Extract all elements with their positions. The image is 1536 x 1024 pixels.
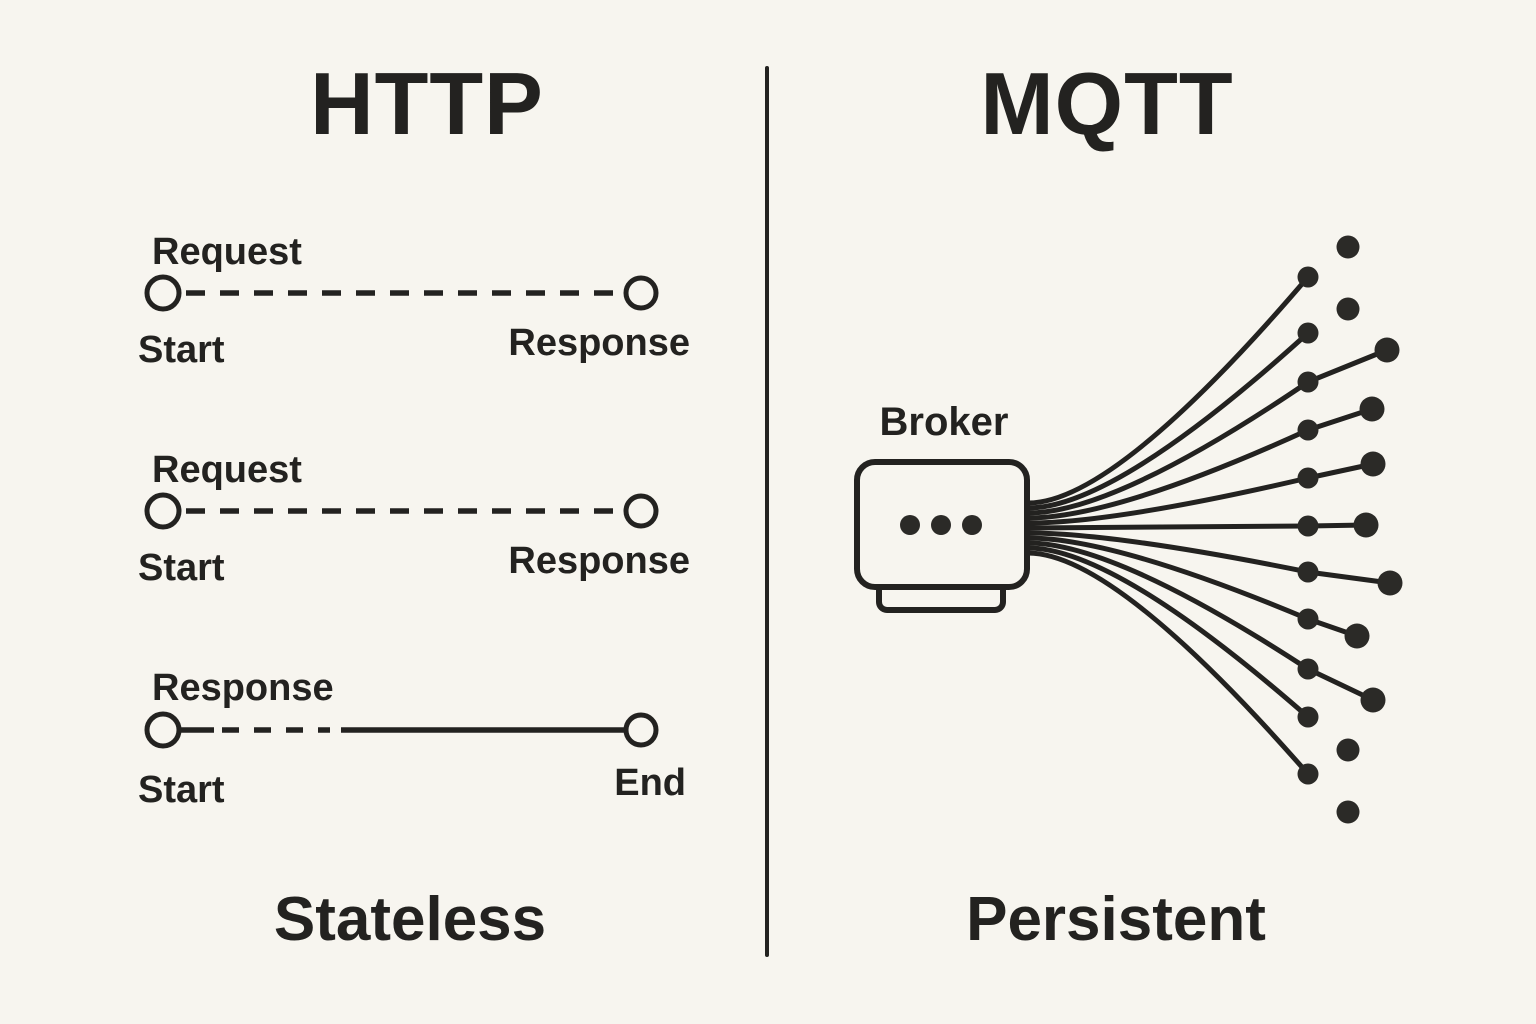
mqtt-connection-line <box>1025 274 1311 506</box>
http-row2-start-label: Start <box>138 547 225 589</box>
mqtt-client-dot <box>1297 763 1319 785</box>
mqtt-connection-extension <box>1305 569 1393 586</box>
http-row2-end-label: Response <box>508 540 690 582</box>
mqtt-connection-line <box>1025 427 1311 521</box>
mqtt-client-dot <box>1297 371 1319 393</box>
mqtt-connection-line <box>1025 379 1311 516</box>
mqtt-client-dot <box>1297 608 1319 630</box>
mqtt-client-dot <box>1377 570 1403 596</box>
broker-led-dot <box>900 515 920 535</box>
http-title: HTTP <box>310 54 544 153</box>
mqtt-connection-line <box>1025 330 1311 511</box>
http-row3-start-label: Start <box>138 769 225 811</box>
mqtt-connection-line <box>1025 523 1311 531</box>
mqtt-client-dot <box>1359 396 1385 422</box>
mqtt-client-dot-free <box>1336 297 1360 321</box>
persistent-caption: Persistent <box>966 885 1266 954</box>
mqtt-client-dot <box>1297 515 1319 537</box>
mqtt-connection-extension <box>1305 347 1390 385</box>
mqtt-connection-line <box>1025 535 1311 622</box>
http-row1-line-label: Request <box>152 231 302 273</box>
mqtt-client-dot-free <box>1336 800 1360 824</box>
mqtt-connection-line <box>1025 550 1311 777</box>
mqtt-client-dot <box>1344 623 1370 649</box>
mqtt-client-dot-free <box>1336 235 1360 259</box>
mqtt-connection-line <box>1025 530 1311 575</box>
http-row3-line-label: Response <box>152 667 334 709</box>
broker-label: Broker <box>879 400 1009 444</box>
mqtt-client-dot <box>1353 512 1379 538</box>
broker-led-dot <box>962 515 982 535</box>
mqtt-client-dot <box>1297 706 1319 728</box>
mqtt-client-dot <box>1297 467 1319 489</box>
mqtt-client-dot <box>1297 658 1319 680</box>
http-row1-end-label: Response <box>508 322 690 364</box>
mqtt-client-dot <box>1297 322 1319 344</box>
mqtt-client-dot <box>1360 687 1386 713</box>
mqtt-connection-line <box>1025 540 1311 672</box>
http-start-circle <box>144 711 182 749</box>
mqtt-client-dot <box>1360 451 1386 477</box>
http-row3-end-label: End <box>614 762 686 804</box>
mqtt-connection-line <box>1025 545 1311 720</box>
http-end-circle <box>623 712 659 748</box>
http-start-circle <box>144 274 182 312</box>
http-row2-line-label: Request <box>152 449 302 491</box>
mqtt-client-dot <box>1297 419 1319 441</box>
broker-led-dot <box>931 515 951 535</box>
mqtt-client-dot <box>1297 561 1319 583</box>
http-start-circle <box>144 492 182 530</box>
mqtt-title: MQTT <box>980 54 1234 153</box>
mqtt-client-dot <box>1374 337 1400 363</box>
http-row1-start-label: Start <box>138 329 225 371</box>
mqtt-client-dot <box>1297 266 1319 288</box>
stateless-caption: Stateless <box>273 885 547 954</box>
mqtt-client-dot-free <box>1336 738 1360 762</box>
mqtt-connection-line <box>1025 475 1311 526</box>
http-end-circle <box>623 275 659 311</box>
http-end-circle <box>623 493 659 529</box>
